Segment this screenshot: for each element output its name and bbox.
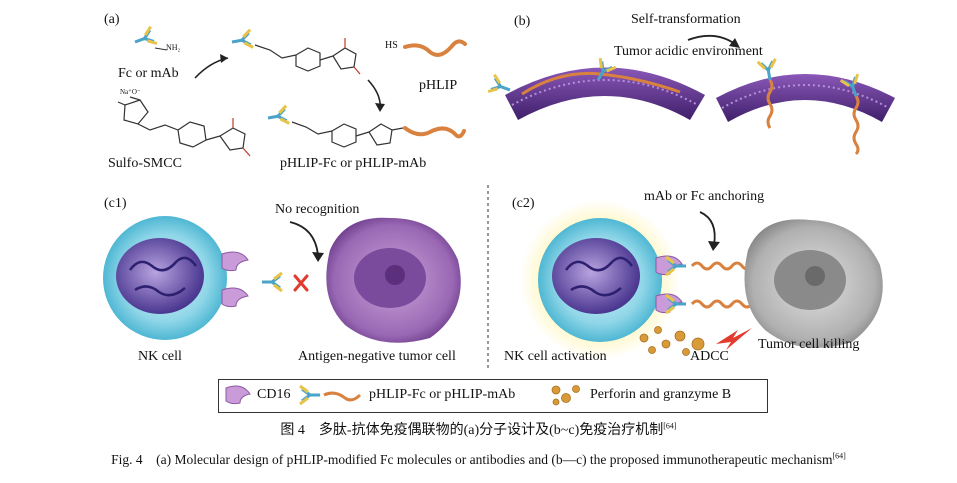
sulfo-smcc-label: Sulfo-SMCC — [108, 156, 182, 171]
cd16-icon-c1-top — [221, 251, 249, 272]
hs-label: HS — [385, 40, 398, 51]
phlip-label: pHLIP — [419, 78, 458, 93]
legend-perforin-icon — [551, 385, 580, 406]
membrane-left — [505, 67, 705, 120]
nk-nucleus-c2 — [552, 238, 640, 314]
legend-icons — [225, 384, 580, 406]
no-recognition-arrowhead — [312, 252, 324, 262]
membrane-right-stripes — [721, 84, 890, 109]
cd16-icon-c1-bottom — [221, 287, 249, 308]
fc-or-mab-label: Fc or mAb — [118, 66, 179, 81]
membrane-left-stripes — [511, 79, 699, 106]
adcc-label: ADCC — [690, 349, 729, 364]
phlip-peptide — [403, 39, 467, 57]
peptide-right-2 — [852, 95, 860, 156]
anchoring-arrowhead — [708, 241, 720, 251]
antibody-icon-product — [264, 104, 291, 129]
peptide-right-1 — [766, 79, 774, 129]
nk-chromatin-c2 — [564, 256, 634, 297]
nk-nucleus-c1 — [116, 238, 204, 314]
no-recognition-label: No recognition — [275, 202, 360, 217]
legend-perforin-label: Perforin and granzyme B — [590, 387, 732, 402]
na-label: Na⁺O⁻ — [120, 88, 141, 96]
no-recognition-cross-icon — [293, 274, 309, 292]
panel-c1-letter: (c1) — [104, 196, 127, 211]
product-linker — [291, 121, 404, 148]
conjugate-label: pHLIP-Fc or pHLIP-mAb — [280, 156, 427, 171]
anchoring-label: mAb or Fc anchoring — [644, 189, 765, 204]
arrowhead-a1 — [220, 54, 228, 63]
sulfo-smcc-structure — [117, 96, 251, 157]
legend-phlip-icon — [323, 391, 362, 402]
panel-c2-graphics — [520, 200, 883, 360]
tumor-nucleolus-c1 — [385, 265, 405, 285]
antibody-icon-intermediate — [228, 28, 255, 53]
legend-cd16-label: CD16 — [257, 387, 291, 402]
phlip-coil-bottom — [690, 299, 754, 309]
nk-activation-label: NK cell activation — [504, 349, 607, 364]
legend-conjugate-label: pHLIP-Fc or pHLIP-mAb — [369, 387, 516, 402]
panel-b-letter: (b) — [514, 14, 531, 29]
antibody-icon-c1 — [260, 271, 284, 293]
tumor-nucleolus-c2 — [805, 266, 825, 286]
caption-chinese-text: 图 4 多肽-抗体免疫偶联物的(a)分子设计及(b~c)免疫治疗机制 — [280, 423, 664, 438]
nk-chromatin-c1 — [128, 256, 198, 297]
killing-label: Tumor cell killing — [758, 337, 860, 352]
phlip-peptide-product — [403, 126, 466, 139]
nk-cell-label: NK cell — [138, 349, 182, 364]
tumor-acidic-label: Tumor acidic environment — [614, 44, 763, 59]
phlip-coil-top — [690, 261, 754, 271]
intermediate-linker — [254, 38, 361, 75]
amine-bond — [154, 47, 168, 51]
arrowhead-a2 — [375, 103, 385, 112]
perforin-granules — [639, 326, 705, 356]
caption-english: Fig. 4 (a) Molecular design of pHLIP-mod… — [0, 448, 957, 468]
transform-arrow — [687, 34, 736, 45]
no-recognition-arrow — [289, 221, 319, 256]
antibody-icon — [130, 25, 159, 52]
panel-a-graphics — [117, 25, 467, 157]
legend-cd16-icon — [225, 385, 251, 405]
self-transformation-label: Self-transformation — [631, 12, 741, 27]
caption-chinese-ref: [64] — [663, 421, 677, 431]
panel-b-graphics — [486, 34, 895, 156]
antigen-negative-label: Antigen-negative tumor cell — [298, 349, 456, 364]
legend-box: CD16 pHLIP-Fc or pHLIP-mAb Perforin and … — [218, 379, 768, 413]
transform-arrowhead — [729, 38, 740, 48]
caption-english-ref: [64] — [832, 451, 846, 461]
caption-chinese: 图 4 多肽-抗体免疫偶联物的(a)分子设计及(b~c)免疫治疗机制[64] — [0, 419, 957, 439]
panel-a-letter: (a) — [104, 12, 120, 27]
panel-c1-graphics — [103, 216, 461, 343]
caption-english-text: Fig. 4 (a) Molecular design of pHLIP-mod… — [111, 452, 833, 467]
anchoring-arrow — [699, 211, 716, 246]
lightning-kill-icon — [716, 328, 752, 350]
panel-c2-letter: (c2) — [512, 196, 535, 211]
nh2-label: NH₂ — [166, 43, 181, 52]
